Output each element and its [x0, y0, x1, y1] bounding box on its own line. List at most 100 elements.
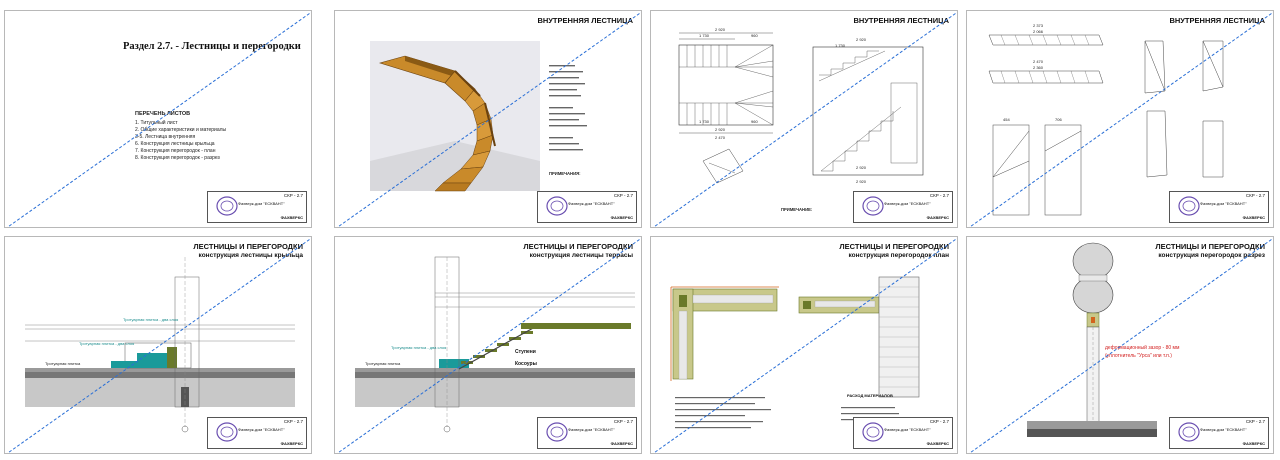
sheet-title: ВНУТРЕННЯЯ ЛЕСТНИЦА — [537, 16, 633, 25]
partition-section-drawing — [1027, 242, 1157, 437]
sheet-code: СКР - 2.7 — [283, 193, 303, 198]
seal-icon — [216, 196, 238, 216]
toc-heading: ПЕРЕЧЕНЬ ЛИСТОВ — [135, 111, 191, 117]
toc-item: 1. Титульный лист — [135, 120, 178, 126]
organization-name: ФАХВЕРКС — [926, 215, 949, 220]
materials-heading: РАСХОД МАТЕРИАЛОВ — [847, 393, 893, 398]
stringers-label: Косоуры — [515, 361, 537, 367]
paving-label: Тротуарная плитка — [45, 361, 81, 366]
watermark-line — [6, 237, 311, 453]
seal-icon — [862, 196, 884, 216]
porch-stair-section — [25, 257, 295, 433]
title-block: СКР - 2.7 Фахверк-дом "ЕСКВАНТ" ФАХВЕРКС — [1169, 191, 1269, 223]
sheet-code: СКР - 2.7 — [283, 419, 303, 424]
steps-label: Ступени — [515, 349, 536, 355]
seal-icon — [1178, 196, 1200, 216]
stair-stringer-drawing: 2 373 2 066 2 470 2 360 454 706 — [988, 23, 1224, 216]
title-block: СКР - 2.7 Фахверк-дом "ЕСКВАНТ" ФАХВЕРКС — [207, 417, 307, 449]
paving-label: Тротуарная плитка - два слоя — [123, 317, 179, 322]
watermark-line — [652, 11, 957, 227]
subtitle-text: конструкция лестницы террасы — [529, 251, 633, 259]
watermark-line — [652, 237, 957, 453]
dimension-label: 1 730 — [835, 43, 846, 48]
sheet-code: СКР - 2.7 — [929, 193, 949, 198]
title-text: ЛЕСТНИЦЫ И ПЕРЕГОРОДКИ — [523, 242, 633, 251]
expansion-gap-note: деформационный зазор - 80 мм — [1105, 345, 1180, 351]
project-name: Фахверк-дом "ЕСКВАНТ" — [1200, 201, 1247, 206]
organization-name: ФАХВЕРКС — [280, 441, 303, 446]
project-name: Фахверк-дом "ЕСКВАНТ" — [884, 427, 931, 432]
title-block: СКР - 2.7 Фахверк-дом "ЕСКВАНТ" ФАХВЕРКС — [1169, 417, 1269, 449]
sheet-title: ВНУТРЕННЯЯ ЛЕСТНИЦА — [853, 16, 949, 25]
paving-label: Тротуарная плитка - два слоя — [79, 341, 135, 346]
paving-label: Тротуарная плитка — [365, 361, 401, 366]
dimension-label: 2 470 — [715, 135, 726, 140]
watermark-line — [968, 11, 1273, 227]
dimension-label: 960 — [751, 119, 758, 124]
dimension-label: 2 920 — [715, 27, 726, 32]
watermark-line — [968, 237, 1273, 453]
sheet-interior-stair-3d[interactable]: ВНУТРЕННЯЯ ЛЕСТНИЦА ПРИМЕЧАНИЯ: СКР - 2.… — [334, 10, 642, 228]
sealant-note: (уплотнитель "Урса" или т.п.) — [1105, 353, 1172, 359]
seal-icon — [546, 422, 568, 442]
watermark-line — [336, 237, 641, 453]
sheet-code: СКР - 2.7 — [929, 419, 949, 424]
title-text: ЛЕСТНИЦЫ И ПЕРЕГОРОДКИ — [1155, 242, 1265, 251]
dimension-label: 2 066 — [1033, 29, 1044, 34]
seal-icon — [546, 196, 568, 216]
sheet-code: СКР - 2.7 — [613, 193, 633, 198]
subtitle-text: конструкция лестницы крыльца — [198, 251, 303, 259]
sheet-code: СКР - 2.7 — [1245, 193, 1265, 198]
dimension-label: 706 — [1055, 117, 1062, 122]
title-block: СКР - 2.7 Фахверк-дом "ЕСКВАНТ" ФАХВЕРКС — [853, 191, 953, 223]
title-block: СКР - 2.7 Фахверк-дом "ЕСКВАНТ" ФАХВЕРКС — [537, 191, 637, 223]
seal-icon — [862, 422, 884, 442]
title-block: СКР - 2.7 Фахверк-дом "ЕСКВАНТ" ФАХВЕРКС — [853, 417, 953, 449]
stair-plan-drawing: 2 920 1 730 960 2 920 1 730 960 2 470 2 … — [678, 27, 924, 184]
seal-icon — [216, 422, 238, 442]
dimension-label: 454 — [1003, 117, 1010, 122]
table-of-contents: ПЕРЕЧЕНЬ ЛИСТОВ 1. Титульный лист 2. Общ… — [135, 111, 226, 162]
dimension-label: 2 920 — [856, 165, 867, 170]
sheet-title: Раздел 2.7. - Лестницы и перегородки — [123, 41, 301, 52]
partition-plan-drawing — [670, 276, 920, 429]
subtitle-text: конструкция перегородок план — [848, 251, 949, 259]
watermark-line — [336, 11, 641, 227]
dimension-label: 2 373 — [1033, 23, 1044, 28]
notes-heading: ПРИМЕЧАНИЯ: — [549, 171, 581, 176]
watermark-line — [6, 11, 311, 227]
title-block: СКР - 2.7 Фахверк-дом "ЕСКВАНТ" ФАХВЕРКС — [207, 191, 307, 223]
organization-name: ФАХВЕРКС — [1242, 215, 1265, 220]
title-text: ЛЕСТНИЦЫ И ПЕРЕГОРОДКИ — [839, 242, 949, 251]
notes-heading: ПРИМЕЧАНИЕ: — [781, 207, 813, 212]
organization-name: ФАХВЕРКС — [610, 441, 633, 446]
dimension-label: 1 730 — [699, 119, 710, 124]
project-name: Фахверк-дом "ЕСКВАНТ" — [568, 427, 615, 432]
organization-name: ФАХВЕРКС — [280, 215, 303, 220]
sheet-code: СКР - 2.7 — [1245, 419, 1265, 424]
organization-name: ФАХВЕРКС — [610, 215, 633, 220]
project-name: Фахверк-дом "ЕСКВАНТ" — [1200, 427, 1247, 432]
stair-3d-drawing — [370, 41, 587, 192]
sheet-interior-stair-plan[interactable]: ВНУТРЕННЯЯ ЛЕСТНИЦА 2 920 1 730 960 — [650, 10, 958, 228]
sheet-interior-stair-details[interactable]: ВНУТРЕННЯЯ ЛЕСТНИЦА 2 373 2 066 2 470 2 … — [966, 10, 1274, 228]
sheet-title: ВНУТРЕННЯЯ ЛЕСТНИЦА — [1169, 16, 1265, 25]
project-name: Фахверк-дом "ЕСКВАНТ" — [238, 201, 285, 206]
project-name: Фахверк-дом "ЕСКВАНТ" — [238, 427, 285, 432]
paving-label: Тротуарная плитка - два слоя — [391, 345, 447, 350]
sheet-title-page[interactable]: Раздел 2.7. - Лестницы и перегородки ПЕР… — [4, 10, 312, 228]
terrace-stair-section — [355, 256, 635, 433]
toc-item: 8. Конструкция перегородок - разрез — [135, 155, 220, 161]
organization-name: ФАХВЕРКС — [926, 441, 949, 446]
dimension-label: 2 470 — [1033, 59, 1044, 64]
dimension-label: 2 920 — [856, 37, 867, 42]
seal-icon — [1178, 422, 1200, 442]
dimension-label: 2 920 — [856, 179, 867, 184]
